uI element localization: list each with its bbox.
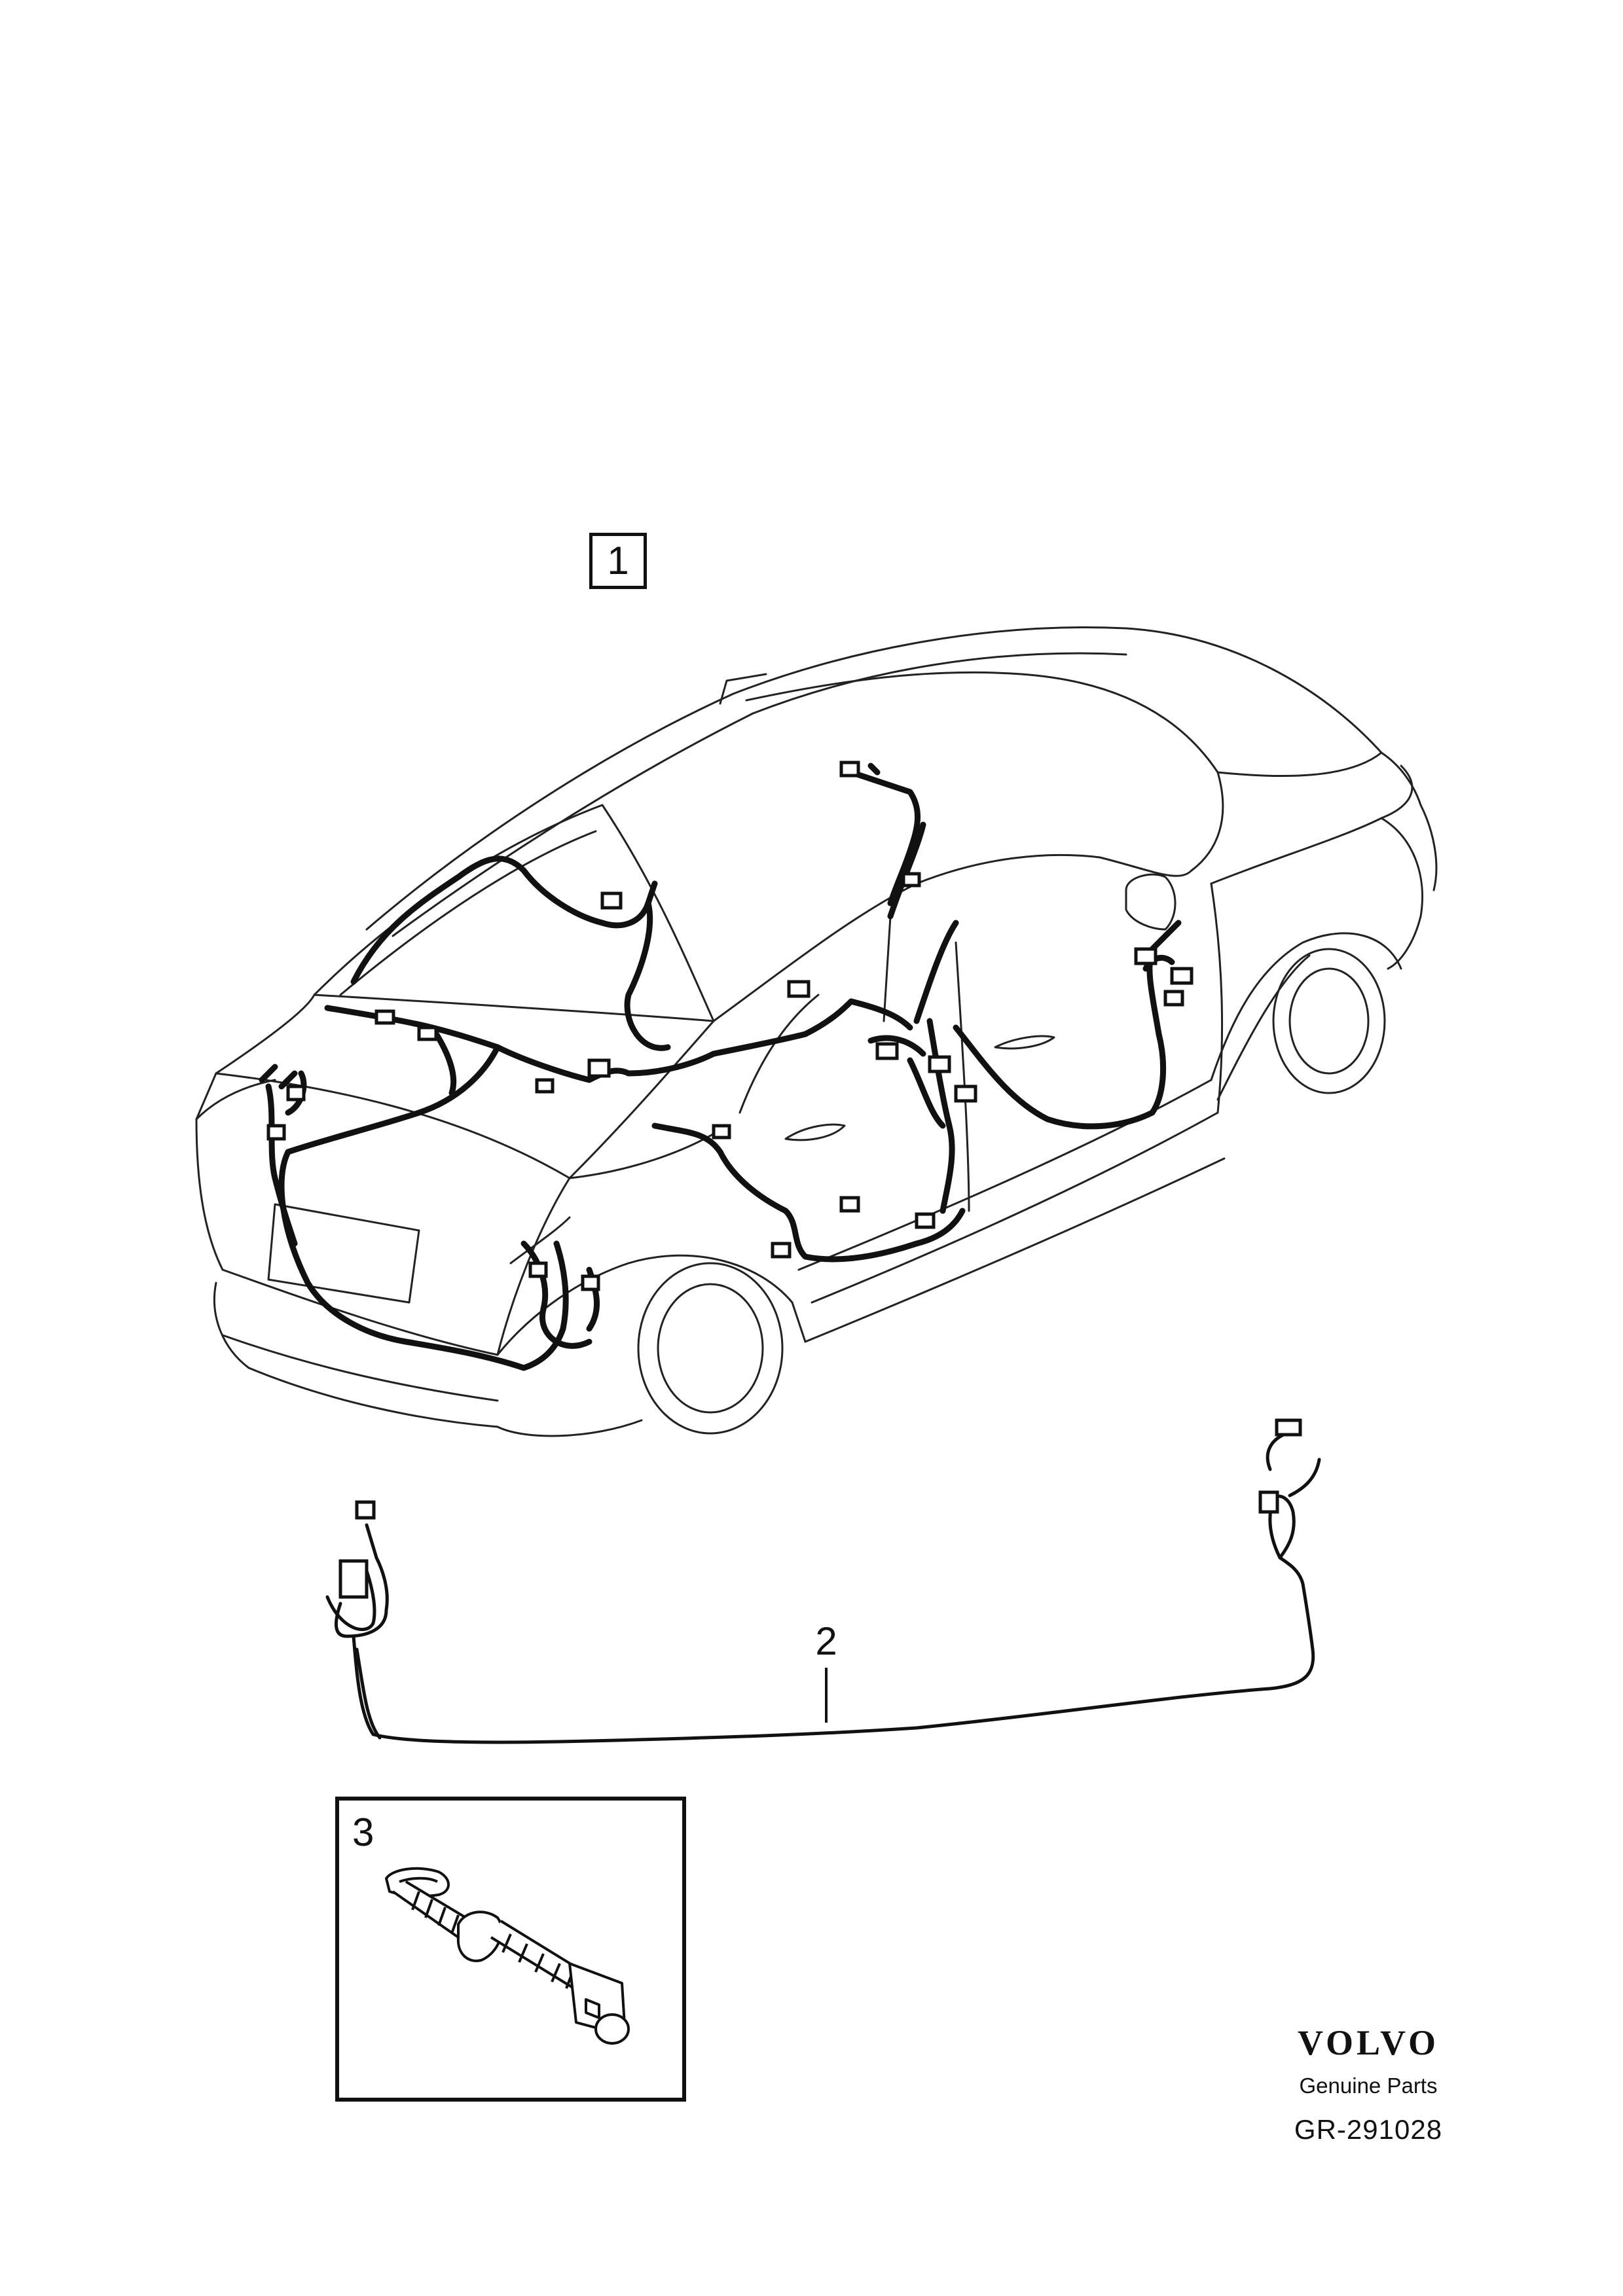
genuine-parts-label: Genuine Parts (1299, 2073, 1438, 2098)
inset-box-item-3 (335, 1797, 686, 2102)
harness-connectors (266, 761, 1194, 1291)
car-body-outline (195, 626, 1438, 1437)
wiring-harness-main (259, 762, 1182, 1371)
clip-fastener-drawing (385, 1867, 630, 2045)
callout-item-3: 3 (352, 1813, 385, 1852)
diagram-reference-code: GR-291028 (1294, 2114, 1443, 2145)
callout-item-2-number: 2 (815, 1619, 837, 1663)
volvo-logo-text: VOLVO (1298, 2023, 1439, 2062)
callout-item-1-number: 1 (607, 539, 629, 583)
item-2-connectors (338, 1418, 1302, 1599)
callout-item-1: 1 (589, 533, 647, 589)
wiring-harness-item-2 (325, 1425, 1321, 1744)
callout-item-3-number: 3 (352, 1810, 374, 1854)
volvo-logo: VOLVO (1264, 2022, 1473, 2063)
callout-item-2: 2 (807, 1622, 846, 1661)
